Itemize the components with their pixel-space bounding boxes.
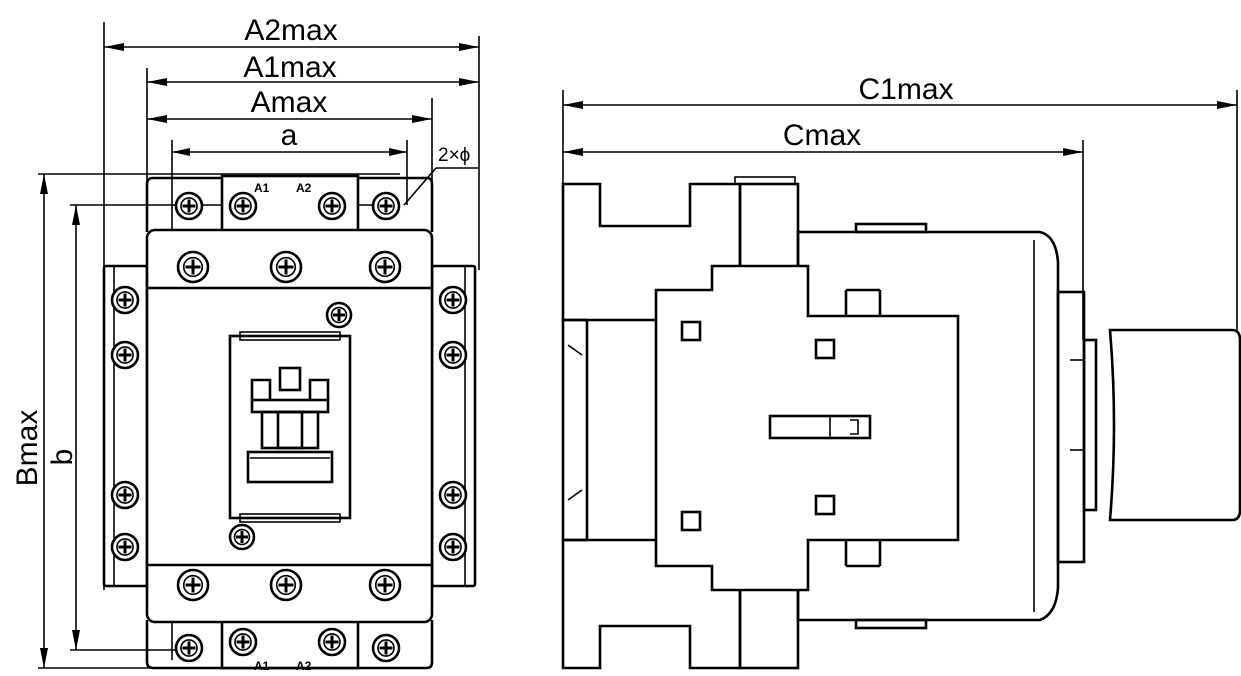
screw-head: [110, 340, 140, 370]
dimension-a1max: A1max: [147, 51, 479, 86]
screw-head: [176, 250, 210, 284]
screw-head: [438, 532, 468, 562]
screw-head: [325, 301, 353, 329]
screw-head: [174, 191, 204, 221]
label-bmax: Bmax: [11, 410, 44, 487]
screw-head: [371, 191, 401, 221]
hole-callout: 2×ϕ: [403, 145, 478, 206]
front-screws: [110, 191, 468, 663]
label-amax: Amax: [251, 86, 328, 119]
dimension-a: a: [172, 119, 407, 156]
screw-head: [228, 627, 258, 657]
screw-head: [228, 191, 258, 221]
screw-head: [110, 480, 140, 510]
terminal-label-a1-top: A1: [254, 181, 270, 195]
front-view: A2max A1max Amax a 2×ϕ: [11, 14, 480, 673]
dimension-a2max: A2max: [104, 14, 479, 51]
dimension-c1max: C1max: [563, 73, 1237, 109]
dimension-cmax: Cmax: [563, 119, 1083, 156]
label-a2max: A2max: [244, 14, 337, 47]
screw-head: [368, 250, 402, 284]
terminal-label-a1-bottom: A1: [254, 659, 270, 673]
dimension-bmax: Bmax: [11, 174, 48, 668]
terminal-label-a2-top: A2: [296, 181, 312, 195]
label-cmax: Cmax: [783, 119, 861, 152]
label-c1max: C1max: [858, 73, 953, 106]
label-a: a: [281, 119, 298, 152]
side-body: [561, 176, 1241, 670]
screw-head: [317, 191, 347, 221]
screw-head: [368, 568, 402, 602]
terminal-label-a2-bottom: A2: [296, 659, 312, 673]
screw-head: [176, 568, 210, 602]
dimension-b: b: [46, 205, 80, 650]
screw-head: [371, 633, 401, 663]
side-view: C1max Cmax: [561, 73, 1241, 670]
screw-head: [269, 568, 303, 602]
screw-head: [174, 633, 204, 663]
screw-head: [317, 627, 347, 657]
label-hole: 2×ϕ: [438, 145, 470, 166]
screw-head: [438, 340, 468, 370]
indicator: [246, 366, 334, 484]
screw-head: [438, 480, 468, 510]
screw-head: [110, 285, 140, 315]
label-a1max: A1max: [243, 51, 336, 84]
screw-head: [438, 285, 468, 315]
screw-head: [228, 523, 256, 551]
screw-head: [110, 532, 140, 562]
label-b: b: [46, 449, 79, 466]
dimension-amax: Amax: [147, 86, 432, 123]
screw-head: [269, 250, 303, 284]
